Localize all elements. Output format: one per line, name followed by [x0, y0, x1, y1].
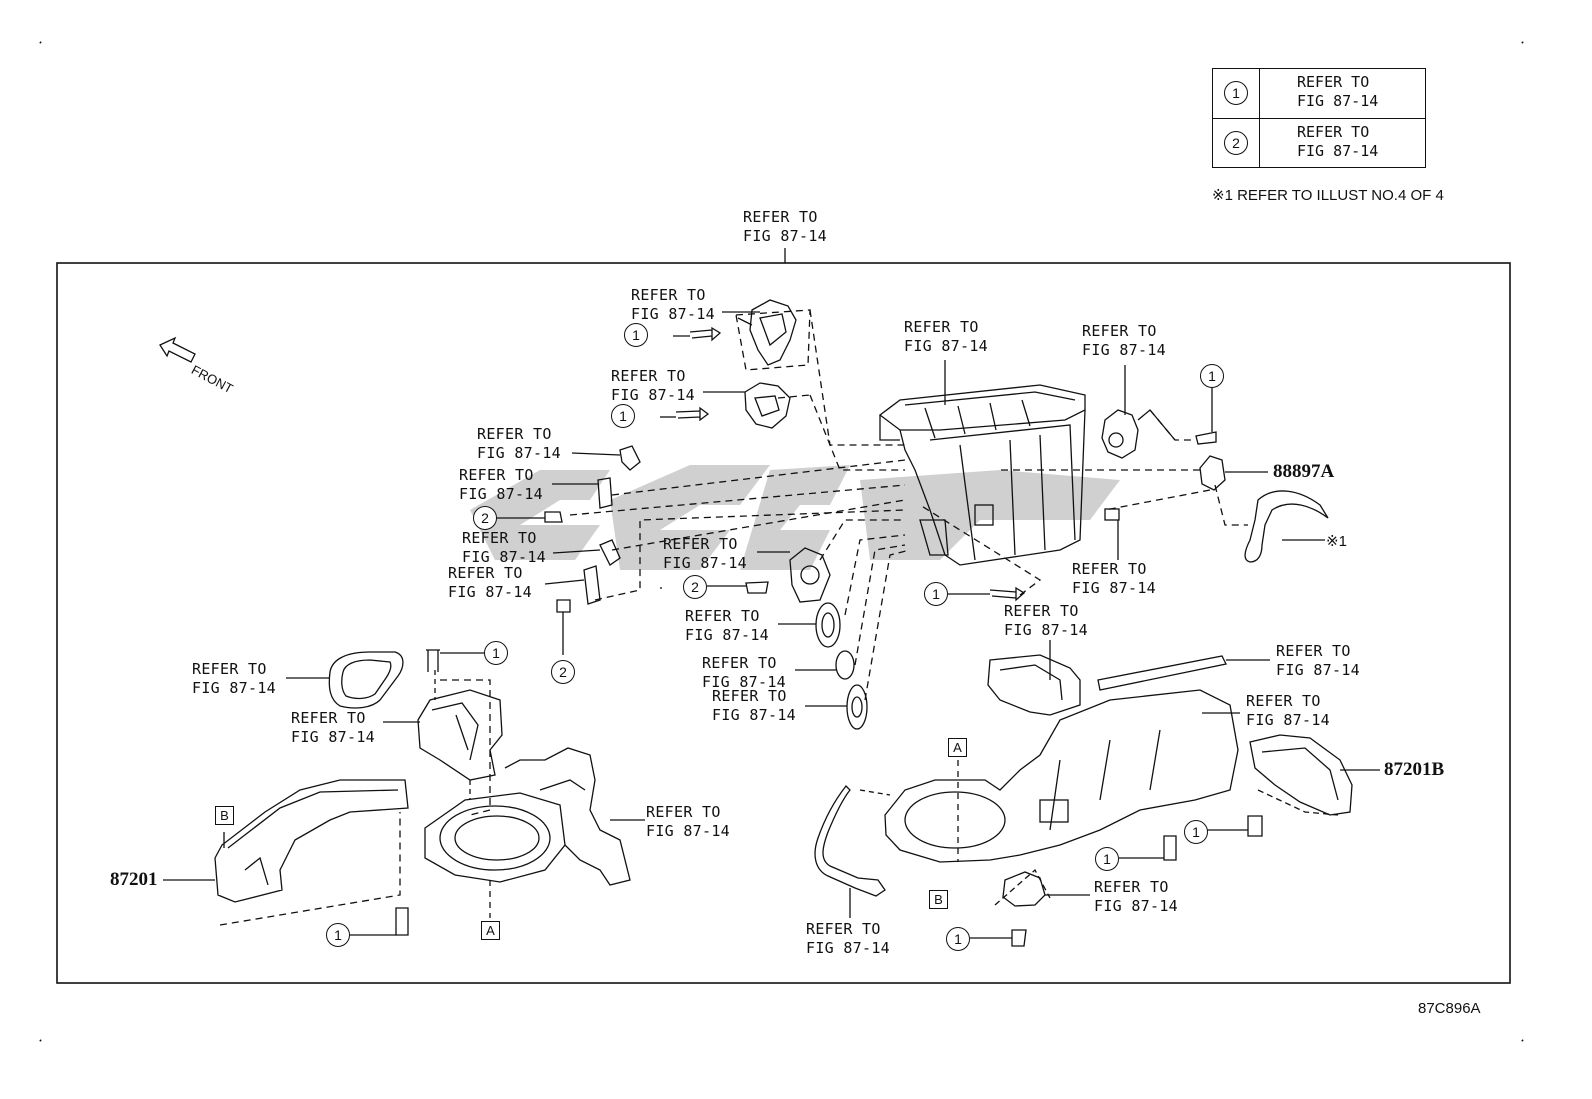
ref-1-icon: 1	[484, 641, 508, 665]
small-pin	[1104, 508, 1120, 560]
ref-1-icon: 1	[924, 582, 948, 606]
screws	[395, 326, 1263, 947]
kome-note-ref: ※1	[1326, 533, 1347, 550]
drain-hose	[814, 785, 891, 897]
seal-ring	[328, 651, 404, 709]
ref-1-icon: 1	[946, 927, 970, 951]
linkage-parts	[583, 445, 641, 605]
ref-2-icon: 2	[683, 575, 707, 599]
damper-discs	[789, 547, 868, 730]
connection-box-a: A	[948, 738, 967, 757]
ref-2-icon: 2	[473, 506, 497, 530]
ref-1-icon: 1	[1095, 847, 1119, 871]
legend-row-2-line2: FIG 87-14	[1297, 142, 1379, 160]
upper-duct-piece	[417, 679, 503, 816]
connection-box-a: A	[481, 921, 500, 940]
upper-actuator-1	[735, 299, 811, 371]
legend-row-1-line1: REFER TO	[1297, 73, 1370, 91]
duct-87201b	[1249, 734, 1380, 816]
ref-1-icon: 1	[624, 323, 648, 347]
seal-strip	[1097, 655, 1270, 691]
ref-1-icon: 1	[1224, 81, 1248, 105]
connection-box-b: B	[929, 890, 948, 909]
part-number-87201b: 87201B	[1384, 759, 1445, 780]
watermark-logo	[470, 465, 1120, 570]
duct-87201	[163, 779, 409, 926]
part-number-87201: 87201	[110, 869, 158, 890]
ref-1-icon: 1	[611, 404, 635, 428]
ref-1-icon: 1	[1200, 364, 1224, 388]
right-actuator	[1101, 409, 1176, 459]
right-duct-upper	[987, 640, 1081, 716]
bottom-bracket	[994, 868, 1090, 907]
upper-actuator-2	[744, 382, 811, 429]
legend-row-1-line2: FIG 87-14	[1297, 92, 1379, 110]
ref-1-icon: 1	[326, 923, 350, 947]
connection-box-b: B	[215, 806, 234, 825]
figure-id: 87C896A	[1418, 1000, 1481, 1017]
legend-row-2-line1: REFER TO	[1297, 123, 1370, 141]
illust-note: ※1 REFER TO ILLUST NO.4 OF 4	[1212, 187, 1444, 204]
front-arrow-icon	[159, 336, 196, 363]
ref-2-icon: 2	[551, 660, 575, 684]
main-frame	[56, 262, 1511, 984]
lower-case-assembly	[884, 689, 1240, 863]
corner-marks	[39, 41, 1524, 1042]
ref-2-icon: 2	[1224, 131, 1248, 155]
hose-part	[1244, 490, 1329, 563]
ref-1-icon: 1	[1184, 820, 1208, 844]
heater-case	[878, 384, 1086, 566]
sensor-88897a	[1199, 455, 1268, 491]
part-number-88897a: 88897A	[1273, 461, 1335, 482]
blower-housing	[424, 670, 631, 918]
dashed-leaders	[569, 309, 1248, 701]
